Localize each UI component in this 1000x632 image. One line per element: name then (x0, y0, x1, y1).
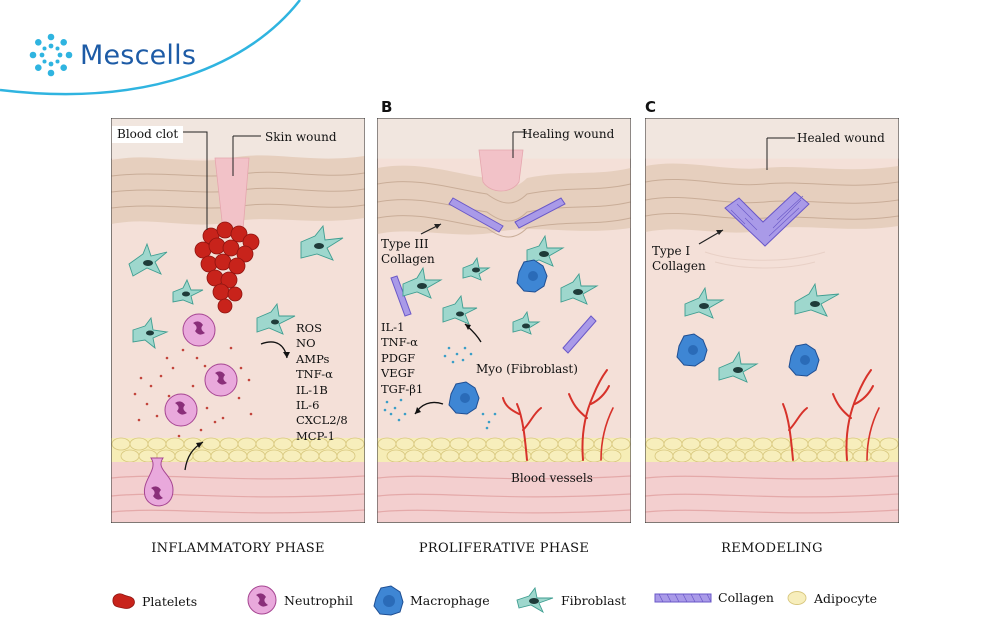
mediator-item: TNF-α (296, 367, 333, 382)
blood-clot (194, 221, 260, 314)
factor-item: TGF-β1 (381, 381, 424, 396)
mediator-list: ROS NO AMPs TNF-α IL-1B IL-6 CXCL2/8 MCP… (296, 321, 348, 444)
mediator-item: NO (296, 336, 316, 351)
mediator-item: AMPs (296, 351, 330, 366)
mescells-dots-icon (29, 33, 73, 77)
blood-clot-label: Blood clot (112, 126, 184, 143)
blood-vessels-label: Blood vessels (511, 471, 593, 485)
type-iii-collagen-label: Type III Collagen (381, 237, 435, 266)
inflammatory-phase-title: INFLAMMATORY PHASE (151, 541, 325, 556)
macrophage-icon (373, 585, 404, 616)
blood-vessels-c (782, 369, 880, 461)
legend-item-adipocyte: Adipocyte (786, 590, 877, 606)
inflammatory-illustration (111, 118, 365, 523)
adipocyte-row (111, 437, 365, 463)
proliferative-phase-title: PROLIFERATIVE PHASE (418, 541, 590, 556)
remodeling-illustration (645, 118, 899, 523)
proliferative-illustration (377, 118, 631, 523)
legend: Platelets Neutrophil Macrophage Fibrobla… (0, 585, 1000, 620)
proliferative-panel (377, 118, 631, 523)
collagen-icon (654, 593, 712, 602)
header-arc (0, 0, 301, 96)
mediator-item: CXCL2/8 (296, 413, 348, 428)
legend-item-macrophage: Macrophage (372, 584, 490, 616)
factor-item: TNF-α (381, 335, 418, 350)
platelet-icon (112, 593, 135, 609)
factor-item: VEGF (381, 366, 415, 381)
myo-fibroblast-label: Myo (Fibroblast) (476, 362, 578, 376)
mediator-item: IL-1B (296, 382, 328, 397)
legend-item-platelets: Platelets (110, 590, 197, 612)
type-i-collagen-mesh (724, 191, 810, 247)
remodeling-panel (645, 118, 899, 523)
legend-item-collagen: Collagen (654, 590, 774, 605)
neutrophil-icon (247, 585, 277, 615)
blood-vessels (502, 369, 614, 461)
panel-b-letter: B (381, 98, 393, 116)
brand: Mescells (28, 32, 196, 78)
legend-item-fibroblast: Fibroblast (515, 586, 626, 614)
factor-item: IL-1 (381, 320, 405, 334)
brand-name: Mescells (80, 39, 197, 71)
legend-item-neutrophil: Neutrophil (246, 584, 353, 616)
healed-wound-label: Healed wound (797, 131, 885, 145)
remodeling-phase-title: REMODELING (721, 541, 823, 556)
adipocyte-icon (787, 591, 807, 605)
inflammatory-panel (111, 118, 365, 523)
fibroblast-icon (516, 586, 554, 614)
healing-wound-label: Healing wound (522, 127, 615, 141)
growth-factor-list: IL-1 TNF-α PDGF VEGF TGF-β1 (381, 320, 423, 397)
type-i-collagen-label: Type I Collagen (652, 244, 706, 273)
mediator-item: ROS (296, 321, 322, 335)
collagen-fibers (390, 197, 597, 354)
mediator-item: IL-6 (296, 398, 320, 413)
panel-c-letter: C (645, 98, 657, 116)
mediator-item: MCP-1 (296, 428, 335, 443)
factor-item: PDGF (381, 350, 416, 365)
skin-wound-label: Skin wound (265, 130, 337, 144)
